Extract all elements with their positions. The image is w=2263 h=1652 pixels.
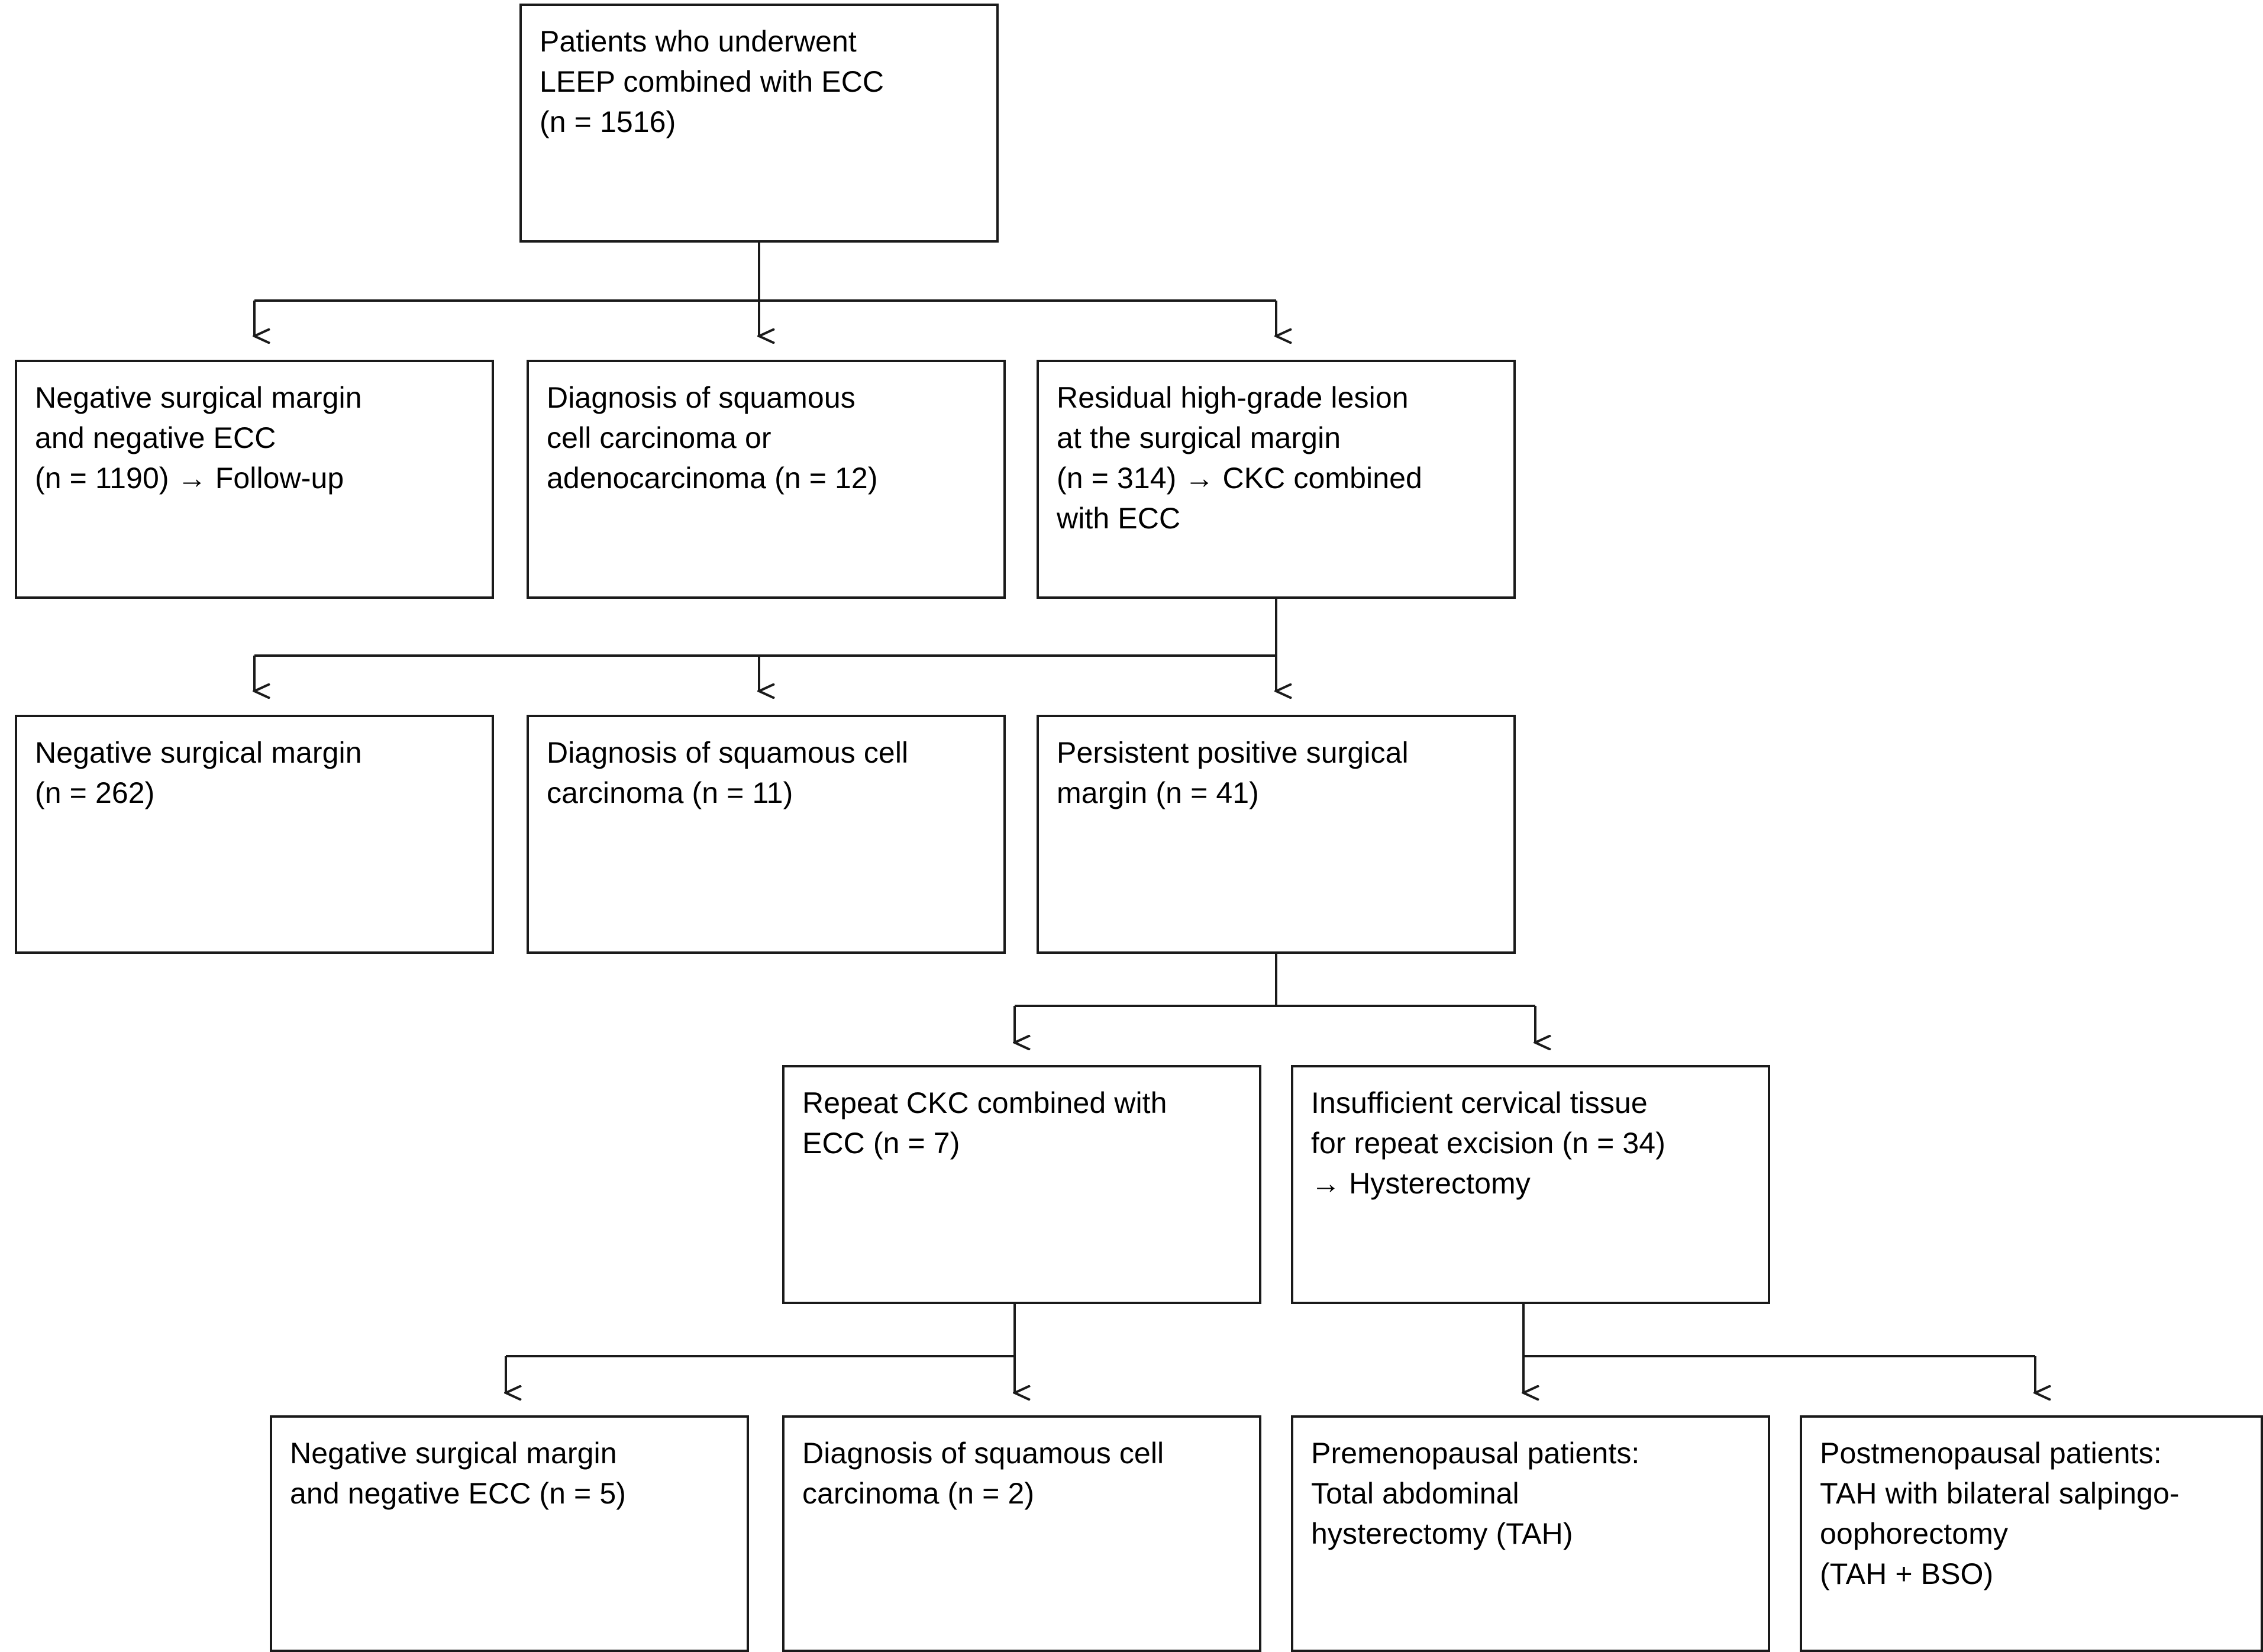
- node-label: Repeat CKC combined with ECC (n = 7): [802, 1086, 1167, 1160]
- edge-root-to-row2: [254, 243, 1276, 337]
- node-label: Premenopausal patients: Total abdominal …: [1311, 1437, 1640, 1550]
- node-scc-2[interactable]: Diagnosis of squamous cell carcinoma (n …: [782, 1415, 1261, 1652]
- node-scc-or-adenocarcinoma[interactable]: Diagnosis of squamous cell carcinoma or …: [527, 360, 1006, 599]
- node-label: Insufficient cervical tissue for repeat …: [1311, 1086, 1665, 1200]
- node-label: Diagnosis of squamous cell carcinoma (n …: [802, 1437, 1164, 1510]
- node-repeat-ckc-with-ecc[interactable]: Repeat CKC combined with ECC (n = 7): [782, 1065, 1261, 1304]
- node-negative-surgical-margin-262[interactable]: Negative surgical margin (n = 262): [15, 715, 494, 954]
- node-persistent-positive-margin[interactable]: Persistent positive surgical margin (n =…: [1037, 715, 1516, 954]
- node-label: Patients who underwent LEEP combined wit…: [540, 25, 884, 138]
- node-insufficient-cervical-tissue-hysterectomy[interactable]: Insufficient cervical tissue for repeat …: [1291, 1065, 1770, 1304]
- node-negative-margin-negative-ecc-followup[interactable]: Negative surgical margin and negative EC…: [15, 360, 494, 599]
- node-leep-ecc-cohort[interactable]: Patients who underwent LEEP combined wit…: [519, 4, 999, 243]
- node-scc-11[interactable]: Diagnosis of squamous cell carcinoma (n …: [527, 715, 1006, 954]
- edge-persistent-to-row4: [1015, 954, 1535, 1043]
- node-label: Negative surgical margin and negative EC…: [35, 381, 362, 495]
- node-label: Diagnosis of squamous cell carcinoma (n …: [547, 736, 909, 809]
- node-premenopausal-tah[interactable]: Premenopausal patients: Total abdominal …: [1291, 1415, 1770, 1652]
- node-label: Diagnosis of squamous cell carcinoma or …: [547, 381, 878, 495]
- node-residual-high-grade-lesion[interactable]: Residual high-grade lesion at the surgic…: [1037, 360, 1516, 599]
- node-negative-margin-negative-ecc-5[interactable]: Negative surgical margin and negative EC…: [270, 1415, 749, 1652]
- edge-residual-to-row3: [254, 599, 1276, 691]
- node-postmenopausal-tah-bso[interactable]: Postmenopausal patients: TAH with bilate…: [1800, 1415, 2263, 1652]
- edge-repeat-ckc-to-row5: [506, 1304, 1015, 1393]
- node-label: Negative surgical margin (n = 262): [35, 736, 362, 809]
- node-label: Persistent positive surgical margin (n =…: [1057, 736, 1409, 809]
- node-label: Postmenopausal patients: TAH with bilate…: [1820, 1437, 2180, 1590]
- node-label: Negative surgical margin and negative EC…: [290, 1437, 627, 1510]
- node-label: Residual high-grade lesion at the surgic…: [1057, 381, 1422, 535]
- edge-insufficient-to-row5: [1523, 1304, 2035, 1393]
